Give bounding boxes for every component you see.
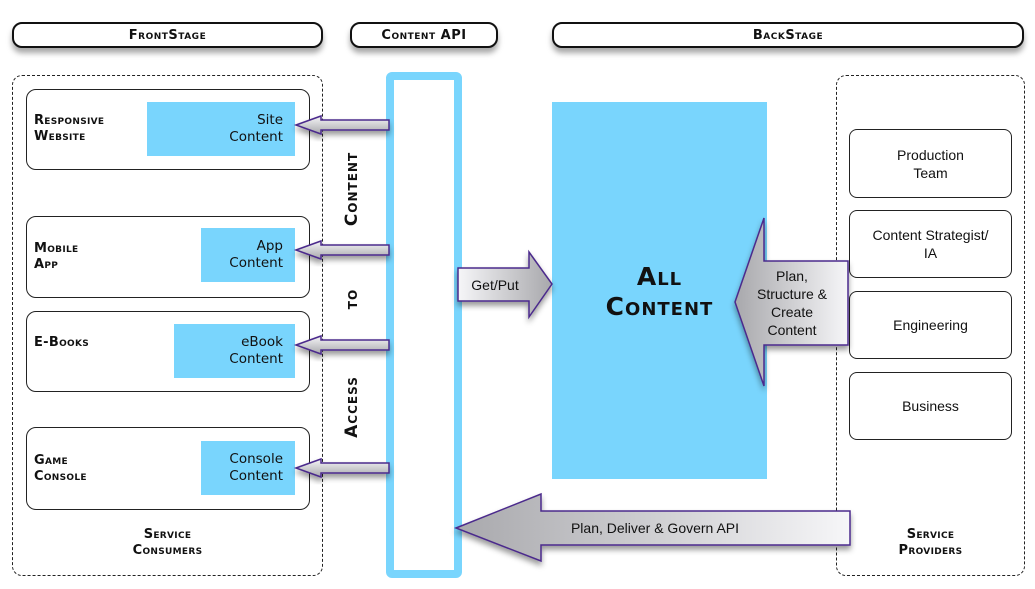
provider-content-strategist: Content Strategist/IA (849, 210, 1012, 278)
service-providers-label: Service Providers (898, 527, 963, 558)
consumer-e-books: E-Books eBook Content (26, 311, 310, 392)
arrow-to-console-content (293, 457, 390, 479)
content-api-header: Content API (350, 22, 498, 48)
consumer-label: Responsive Website (34, 113, 105, 144)
content-api-column (386, 72, 462, 578)
get-put-arrow (457, 249, 553, 320)
consumer-label: Game Console (34, 453, 87, 484)
consumer-game-console: Game Console Console Content (26, 427, 310, 510)
backstage-header: BackStage (552, 22, 1024, 48)
frontstage-header-label: FrontStage (128, 27, 207, 43)
get-put-label: Get/Put (471, 277, 519, 293)
app-content-box: App Content (201, 228, 295, 282)
frontstage-header: FrontStage (12, 22, 323, 48)
arrow-to-ebook-content (293, 334, 390, 356)
arrow-to-app-content (293, 239, 390, 261)
consumer-label: E-Books (34, 335, 90, 350)
plan-structure-arrow (734, 217, 849, 387)
consumer-mobile-app: Mobile App App Content (26, 216, 310, 298)
govern-api-arrow (453, 492, 851, 563)
content-api-header-label: Content API (381, 27, 467, 43)
all-content-label: All Content (605, 262, 714, 321)
consumer-label: Mobile App (34, 241, 79, 272)
govern-api-label: Plan, Deliver & Govern API (570, 520, 740, 536)
plan-structure-label: Plan, Structure & Create Content (756, 268, 828, 338)
site-content-box: Site Content (147, 102, 295, 156)
service-consumers-label: Service Consumers (132, 527, 203, 558)
provider-business: Business (849, 372, 1012, 440)
provider-engineering: Engineering (849, 291, 1012, 359)
arrow-to-site-content (293, 114, 390, 136)
service-consumers-group (12, 75, 323, 576)
console-content-box: Console Content (201, 441, 295, 495)
ebook-content-box: eBook Content (174, 324, 295, 378)
backstage-header-label: BackStage (752, 27, 824, 43)
all-content-block (552, 102, 767, 479)
